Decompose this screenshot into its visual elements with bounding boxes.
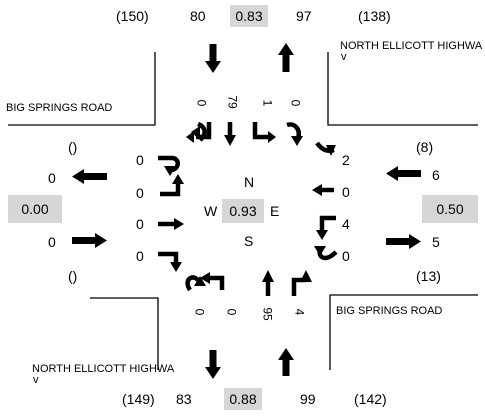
curb-se [329,294,478,370]
eb-right-volume: 0 [136,248,144,264]
west-outbound-arrow [72,169,107,184]
north-right-paren: (138) [358,8,391,24]
west-phf: 0.00 [8,195,62,223]
sb-right-volume: 0 [194,99,209,107]
south-right-paren: (142) [354,391,387,407]
wb-uturn2-volume: 0 [342,248,350,264]
curb-nw [8,52,156,126]
north-outbound-arrow [278,43,294,72]
north-inbound-arrow [205,44,221,73]
street-name-nw: BIG SPRINGS ROAD [6,102,113,114]
west-inbound-arrow [72,233,107,248]
street-name-sw: NORTH ELLICOTT HIGHWA [32,363,175,375]
sb-left-volume: 1 [260,99,275,107]
sb-right-arrow [196,122,212,140]
street-name-se: BIG SPRINGS ROAD [336,305,443,317]
nb-left-volume: 0 [224,308,239,316]
wb-left-arrow [319,215,336,232]
east-inbound-arrow [386,166,421,181]
east-top-paren: (8) [416,139,434,155]
south-outbound-arrow [205,350,221,379]
nb-left-arrow [208,275,225,290]
wb-through-volume: 0 [342,184,350,200]
compass-east: E [270,203,280,219]
north-phf: 0.83 [230,5,268,27]
compass-west: W [204,203,218,219]
west-top-paren: () [68,139,78,155]
wb-uturn-volume: 2 [342,152,350,168]
compass-north: N [244,174,255,190]
east-phf: 0.50 [422,195,478,223]
east-in-volume: 6 [432,167,440,183]
south-out-volume: 83 [176,391,192,407]
curb-sw [90,297,159,370]
east-outbound-arrow [386,234,421,249]
west-bottom-paren: () [68,268,78,284]
wb-left-volume: 4 [342,216,350,232]
north-out-volume: 97 [296,8,312,24]
eb-left-arrow [160,182,181,197]
north-left-paren: (150) [116,8,149,24]
west-in-volume: 0 [48,234,56,250]
street-name-sw-caret: v [33,374,39,386]
east-out-volume: 5 [432,234,440,250]
sb-through-volume: 79 [225,95,240,109]
south-in-volume: 99 [300,391,316,407]
compass-south: S [244,233,254,249]
south-phf: 0.88 [224,388,262,410]
eb-left-volume: 0 [136,185,144,201]
north-in-volume: 80 [190,8,206,24]
nb-through-volume: 95 [260,307,275,321]
sb-left-arrow [252,122,270,140]
curb-ne [327,52,478,126]
street-name-ne-caret: v [341,51,347,63]
west-out-volume: 0 [48,170,56,186]
intersection-phf: 0.93 [222,199,264,223]
sb-uturn-volume: 0 [288,99,303,107]
eb-through-volume: 0 [136,216,144,232]
nb-uturn-volume: 0 [192,308,207,316]
south-inbound-arrow [278,348,294,376]
nb-right-arrow [291,277,306,296]
eb-uturn-volume: 0 [136,152,144,168]
street-name-ne: NORTH ELLICOTT HIGHWA [340,40,483,52]
nb-right-volume: 4 [292,308,307,316]
south-left-paren: (149) [122,391,155,407]
east-bottom-paren: (13) [416,268,441,284]
